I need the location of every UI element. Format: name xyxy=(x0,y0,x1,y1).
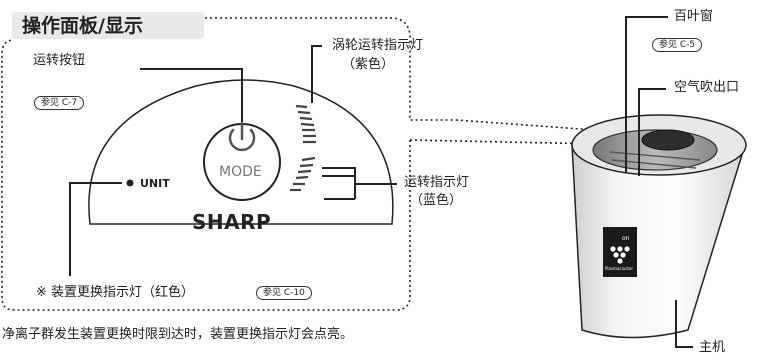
run-light-label: 运转指示灯 xyxy=(404,175,470,190)
replace-light-label: ※ 装置更换指示灯（红色） xyxy=(36,285,195,300)
ref-c7: 参见 C-7 xyxy=(34,96,85,110)
main-unit-label: 主机 xyxy=(699,340,726,355)
mode-button-leader xyxy=(140,68,243,122)
turbo-light-leader xyxy=(311,45,322,103)
unit-indicator-dot xyxy=(126,179,134,187)
plasmacluster-badge xyxy=(603,227,637,277)
panel-to-device-leader xyxy=(409,119,601,145)
unit-text: UNIT xyxy=(140,177,170,190)
replace-light-leader xyxy=(69,182,122,276)
turbo-light-color: （紫色） xyxy=(342,57,395,72)
mode-button-label: 运转按钮 xyxy=(33,53,86,68)
ref-c10: 参见 C-10 xyxy=(256,286,312,300)
panel-title: 操作面板/显示 xyxy=(22,15,143,37)
louver-leader xyxy=(625,16,668,173)
power-icon xyxy=(228,121,256,152)
run-light-color: （蓝色） xyxy=(410,193,463,208)
run-indicator-light xyxy=(290,156,316,192)
panel-callout-frame xyxy=(1,17,456,311)
louver-label: 百叶窗 xyxy=(674,9,714,24)
brand-logo: SHARP xyxy=(192,210,272,234)
ref-c5: 参见 C-5 xyxy=(652,38,703,52)
device-body xyxy=(571,144,747,339)
run-light-leader xyxy=(322,167,397,200)
turbo-indicator-light xyxy=(295,104,316,144)
badge-brand-text: Plasmacluster xyxy=(605,266,634,271)
turbo-light-label: 涡轮运转指示灯 xyxy=(332,38,424,53)
badge-on-text: on xyxy=(622,235,630,242)
louver xyxy=(641,129,695,151)
mode-text: MODE xyxy=(219,164,262,180)
air-outlet-leader xyxy=(638,88,666,176)
title-background xyxy=(12,12,204,39)
air-outlet-label: 空气吹出口 xyxy=(674,80,740,95)
footnote: 净离子群发生装置更换时限到达时，装置更换指示灯会点亮。 xyxy=(2,327,354,342)
main-unit-leader xyxy=(675,300,693,348)
grape-icon xyxy=(610,246,630,264)
